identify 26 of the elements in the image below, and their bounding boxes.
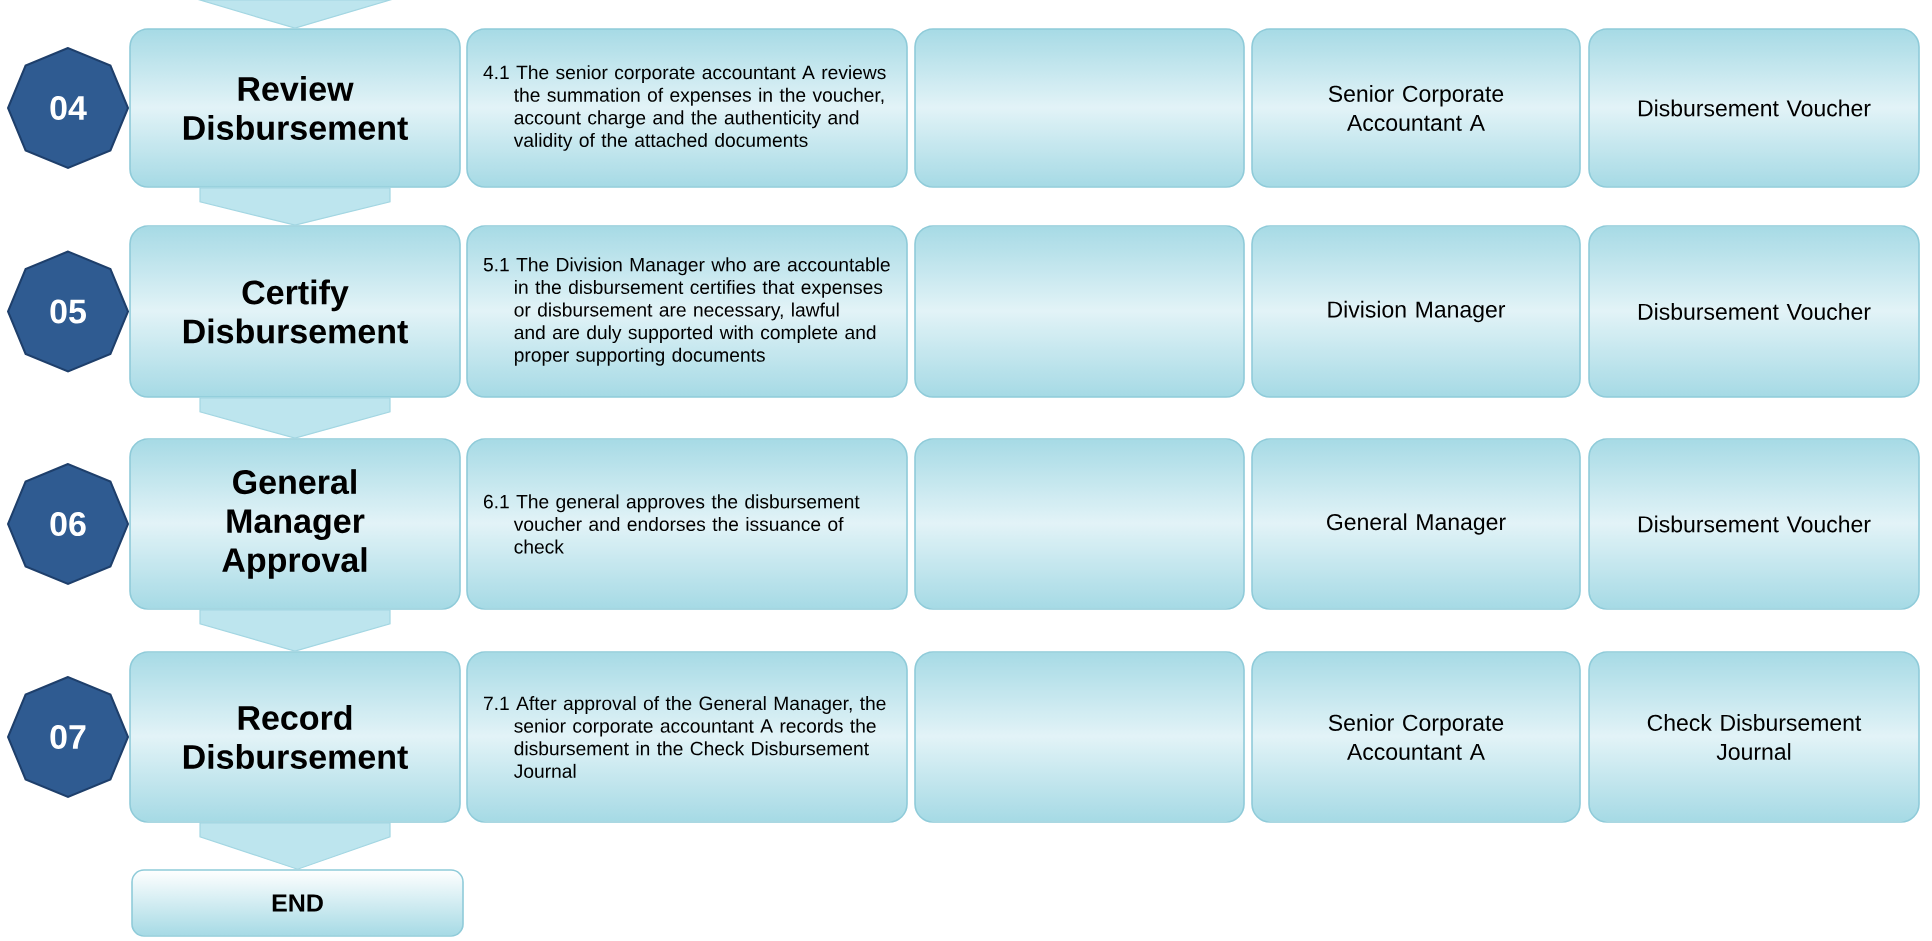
role-box: General Manager xyxy=(1251,438,1581,610)
description-box: 5.1 The Division Manager who are accountable in the disbursement certifies that expenses or disbursement are necessary, lawful and are duly supported with complete and proper supporting documents xyxy=(466,225,908,398)
role-box: Division Manager xyxy=(1251,225,1581,398)
chevron-arrow xyxy=(199,822,391,870)
empty-box xyxy=(914,28,1245,188)
end-box: END xyxy=(131,869,464,937)
description-box: 4.1 The senior corporate accountant A reviews the summation of expenses in the voucher, account charge and the authenticity and validity of the attached documents xyxy=(466,28,908,188)
step-box: Review Disbursement xyxy=(129,28,461,188)
empty-box xyxy=(914,651,1245,823)
step-box: Certify Disbursement xyxy=(129,225,461,398)
document-box: Check Disbursement Journal xyxy=(1588,651,1920,823)
step-box: General Manager Approval xyxy=(129,438,461,610)
step-box: Record Disbursement xyxy=(129,651,461,823)
chevron-arrow xyxy=(199,397,391,439)
step-number: 05 xyxy=(6,250,130,373)
empty-box xyxy=(914,438,1245,610)
chevron-arrow xyxy=(199,187,391,226)
description-box: 6.1 The general approves the disbursement voucher and endorses the issuance of check xyxy=(466,438,908,610)
document-box: Disbursement Voucher xyxy=(1588,438,1920,610)
empty-box xyxy=(914,225,1245,398)
role-box: Senior Corporate Accountant A xyxy=(1251,28,1581,188)
description-box: 7.1 After approval of the General Manager, the senior corporate accountant A records the disbursement in the Check Disbursement Journal xyxy=(466,651,908,823)
role-box: Senior Corporate Accountant A xyxy=(1251,651,1581,823)
chevron-arrow xyxy=(199,609,391,652)
document-box: Disbursement Voucher xyxy=(1588,28,1920,188)
document-box: Disbursement Voucher xyxy=(1588,225,1920,398)
